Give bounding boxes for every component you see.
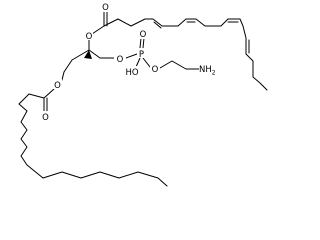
glycerol-backbone [63, 39, 115, 73]
amine-label: NH2 [199, 65, 216, 77]
carbonyl-oxygen-label-lower: O [42, 113, 49, 123]
ester-oxygen-label-lower: O [54, 81, 61, 91]
phosphate-bridge-oxygen-label: O [152, 65, 159, 75]
phosphoryl-oxygen-label: O [140, 30, 147, 40]
atom-labels: O O O O O O P O HO NH2 [41, 3, 221, 123]
hydroxyl-label: HO [125, 68, 138, 78]
upper-acyl-chain [91, 10, 268, 91]
ester-oxygen-label: O [86, 32, 93, 42]
amine-nh-label: NH [199, 65, 212, 75]
carbonyl-oxygen-label: O [102, 3, 109, 13]
phospholipid-structure: O O O O O O P O HO NH2 [18, 3, 268, 187]
amine-subscript-label: 2 [212, 70, 216, 77]
phosphoethanolamine-group [125, 37, 200, 70]
lower-acyl-chain [18, 71, 168, 187]
phosphate-oxygen-label: O [117, 55, 124, 65]
phosphorus-label: P [139, 50, 144, 60]
